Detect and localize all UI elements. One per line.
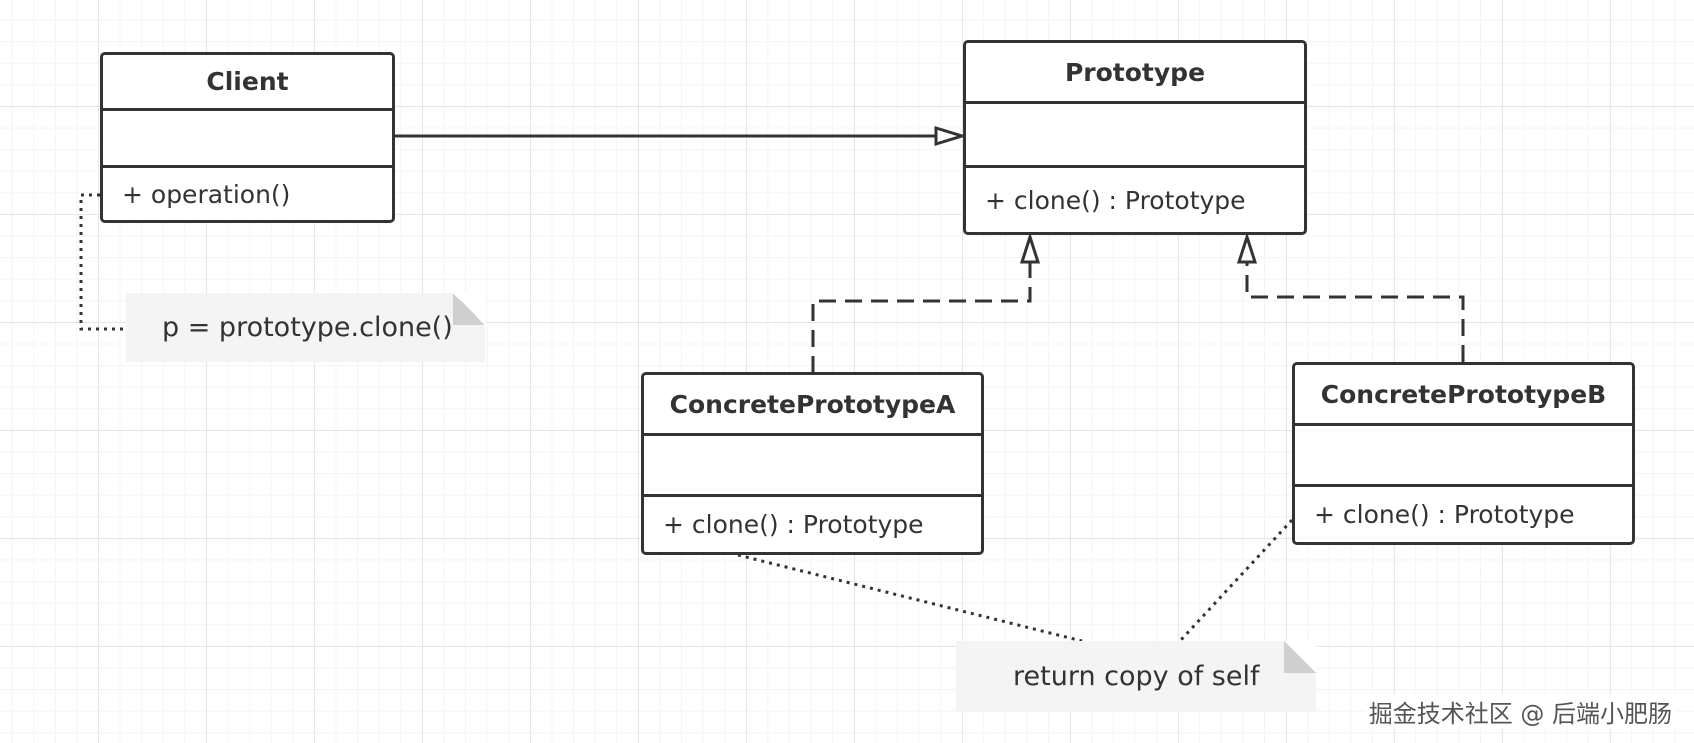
note-fold-corner <box>1284 641 1316 673</box>
concrete-prototype-a-name: ConcretePrototypeA <box>644 375 981 436</box>
concrete-prototype-a-attributes-section <box>644 436 981 497</box>
client-note[interactable]: p = prototype.clone() <box>126 293 485 362</box>
watermark: 掘金技术社区 @ 后端小肥肠 <box>1364 694 1676 729</box>
realization-b-arrowhead <box>1236 232 1258 264</box>
client-class[interactable]: Client + operation() <box>100 52 395 223</box>
association-arrowhead <box>934 125 968 147</box>
realization-a-line <box>811 262 1032 373</box>
client-class-name: Client <box>103 55 392 111</box>
client-note-anchor <box>79 193 126 331</box>
concrete-note[interactable]: return copy of self <box>956 641 1316 712</box>
concrete-a-note-anchor <box>737 553 1083 643</box>
concrete-prototype-a-operation: + clone() : Prototype <box>663 510 924 539</box>
concrete-prototype-a-class[interactable]: ConcretePrototypeA + clone() : Prototype <box>641 372 984 555</box>
realization-a-arrowhead <box>1019 232 1041 264</box>
concrete-prototype-b-attributes-section <box>1295 426 1632 487</box>
concrete-prototype-b-class[interactable]: ConcretePrototypeB + clone() : Prototype <box>1292 362 1635 545</box>
prototype-attributes-section <box>966 104 1304 168</box>
prototype-operation: + clone() : Prototype <box>985 185 1246 215</box>
client-operation: + operation() <box>122 179 291 209</box>
prototype-class-name: Prototype <box>966 43 1304 104</box>
concrete-prototype-b-name: ConcretePrototypeB <box>1295 365 1632 426</box>
concrete-prototype-b-operation: + clone() : Prototype <box>1314 500 1575 529</box>
client-attributes-section <box>103 111 392 168</box>
client-note-text: p = prototype.clone() <box>162 312 453 343</box>
prototype-class[interactable]: Prototype + clone() : Prototype <box>963 40 1307 235</box>
concrete-b-note-anchor <box>1178 518 1294 643</box>
realization-b-line <box>1245 262 1465 362</box>
concrete-note-text: return copy of self <box>1013 661 1260 692</box>
note-fold-corner <box>453 293 485 325</box>
